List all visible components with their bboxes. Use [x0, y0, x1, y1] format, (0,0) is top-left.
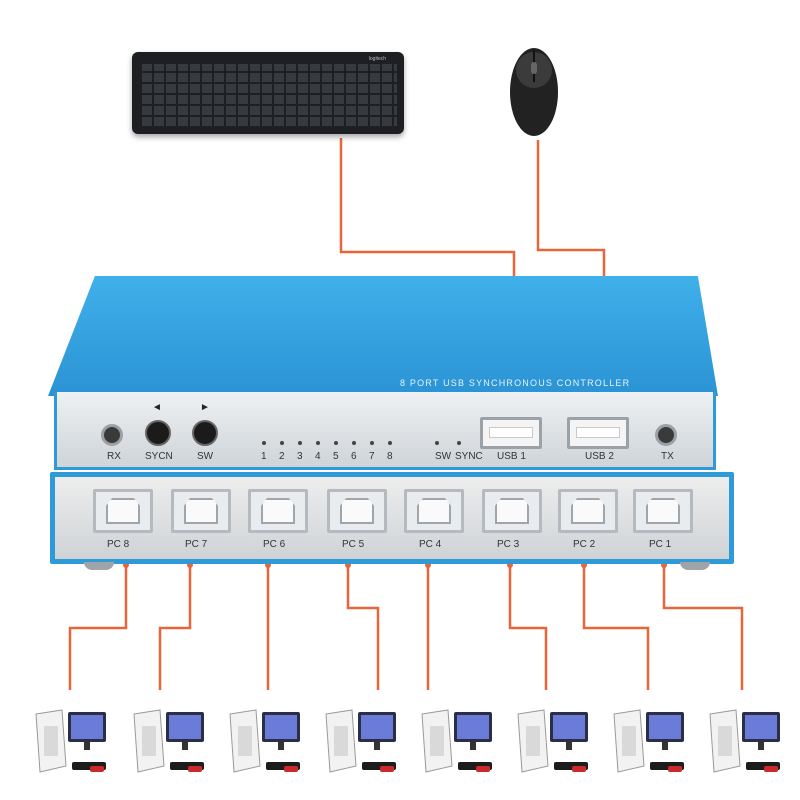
desktop-computer-icon [229, 709, 300, 773]
desktop-computer-icon [325, 709, 396, 773]
cable-pc2 [582, 566, 650, 690]
sycn-button[interactable] [145, 420, 171, 446]
cable-pc5 [346, 566, 380, 690]
led-number-3: 3 [297, 451, 303, 462]
keyboard-key-rows [142, 64, 397, 126]
led-number-8: 8 [387, 451, 393, 462]
device-foot-right [680, 562, 710, 570]
cable-pc3 [508, 566, 548, 690]
led-number-4: 4 [315, 451, 321, 462]
cable-pc7 [158, 566, 192, 690]
sync-led [457, 441, 461, 445]
pc1-label: PC 1 [649, 539, 672, 550]
usb-b-port-pc5[interactable] [327, 489, 387, 533]
usb1-port[interactable] [480, 417, 542, 449]
sw-led-label: SW [435, 451, 452, 462]
pc2-label: PC 2 [573, 539, 596, 550]
led-number-7: 7 [369, 451, 375, 462]
led-8 [388, 441, 392, 445]
desktop-computer-icon [517, 709, 588, 773]
mouse-icon [510, 48, 558, 136]
rx-label: RX [107, 451, 121, 462]
sw-led [435, 441, 439, 445]
arrow-right-icon: ► [200, 402, 210, 413]
pc8-label: PC 8 [107, 539, 130, 550]
controller-front-panel: RX ◄ SYCN ► SW 1 2 3 4 5 6 7 8 SW SYNC U… [54, 392, 716, 470]
usb-b-port-pc8[interactable] [93, 489, 153, 533]
pc6-label: PC 6 [263, 539, 286, 550]
sync-led-label: SYNC [455, 451, 483, 462]
led-7 [370, 441, 374, 445]
led-number-5: 5 [333, 451, 339, 462]
controller-port-panel: PC 8 PC 7 PC 6 PC 5 PC 4 PC 3 PC 2 PC 1 [50, 472, 734, 564]
device-foot-left [84, 562, 114, 570]
pc3-label: PC 3 [497, 539, 520, 550]
led-number-6: 6 [351, 451, 357, 462]
pc4-label: PC 4 [419, 539, 442, 550]
sw-label: SW [197, 451, 214, 462]
pc7-label: PC 7 [185, 539, 208, 550]
usb-b-port-pc3[interactable] [482, 489, 542, 533]
led-3 [298, 441, 302, 445]
sycn-label: SYCN [145, 451, 173, 462]
desktop-computer-icon [133, 709, 204, 773]
usb-b-port-pc4[interactable] [404, 489, 464, 533]
led-6 [352, 441, 356, 445]
tx-port[interactable] [655, 424, 677, 446]
controller-top-housing [48, 276, 718, 396]
device-title: 8 PORT USB SYNCHRONOUS CONTROLLER [400, 378, 631, 388]
desktop-computer-icon [613, 709, 684, 773]
led-number-1: 1 [261, 451, 267, 462]
cable-pc8 [68, 566, 128, 690]
desktop-computer-icon [35, 709, 106, 773]
pc5-label: PC 5 [342, 539, 365, 550]
desktop-computer-icon [709, 709, 780, 773]
keyboard-icon: logitech [132, 52, 404, 134]
rx-port[interactable] [101, 424, 123, 446]
cable-pc1 [662, 566, 744, 690]
desktop-computer-icon [421, 709, 492, 773]
usb-b-port-pc1[interactable] [633, 489, 693, 533]
led-4 [316, 441, 320, 445]
led-1 [262, 441, 266, 445]
usb-b-port-pc7[interactable] [171, 489, 231, 533]
led-number-2: 2 [279, 451, 285, 462]
arrow-left-icon: ◄ [152, 402, 162, 413]
led-2 [280, 441, 284, 445]
usb-b-port-pc6[interactable] [248, 489, 308, 533]
usb2-label: USB 2 [585, 451, 614, 462]
usb1-label: USB 1 [497, 451, 526, 462]
sw-button[interactable] [192, 420, 218, 446]
usb-b-port-pc2[interactable] [558, 489, 618, 533]
usb2-port[interactable] [567, 417, 629, 449]
keyboard-brand-logo: logitech [368, 56, 386, 62]
led-5 [334, 441, 338, 445]
tx-label: TX [661, 451, 674, 462]
